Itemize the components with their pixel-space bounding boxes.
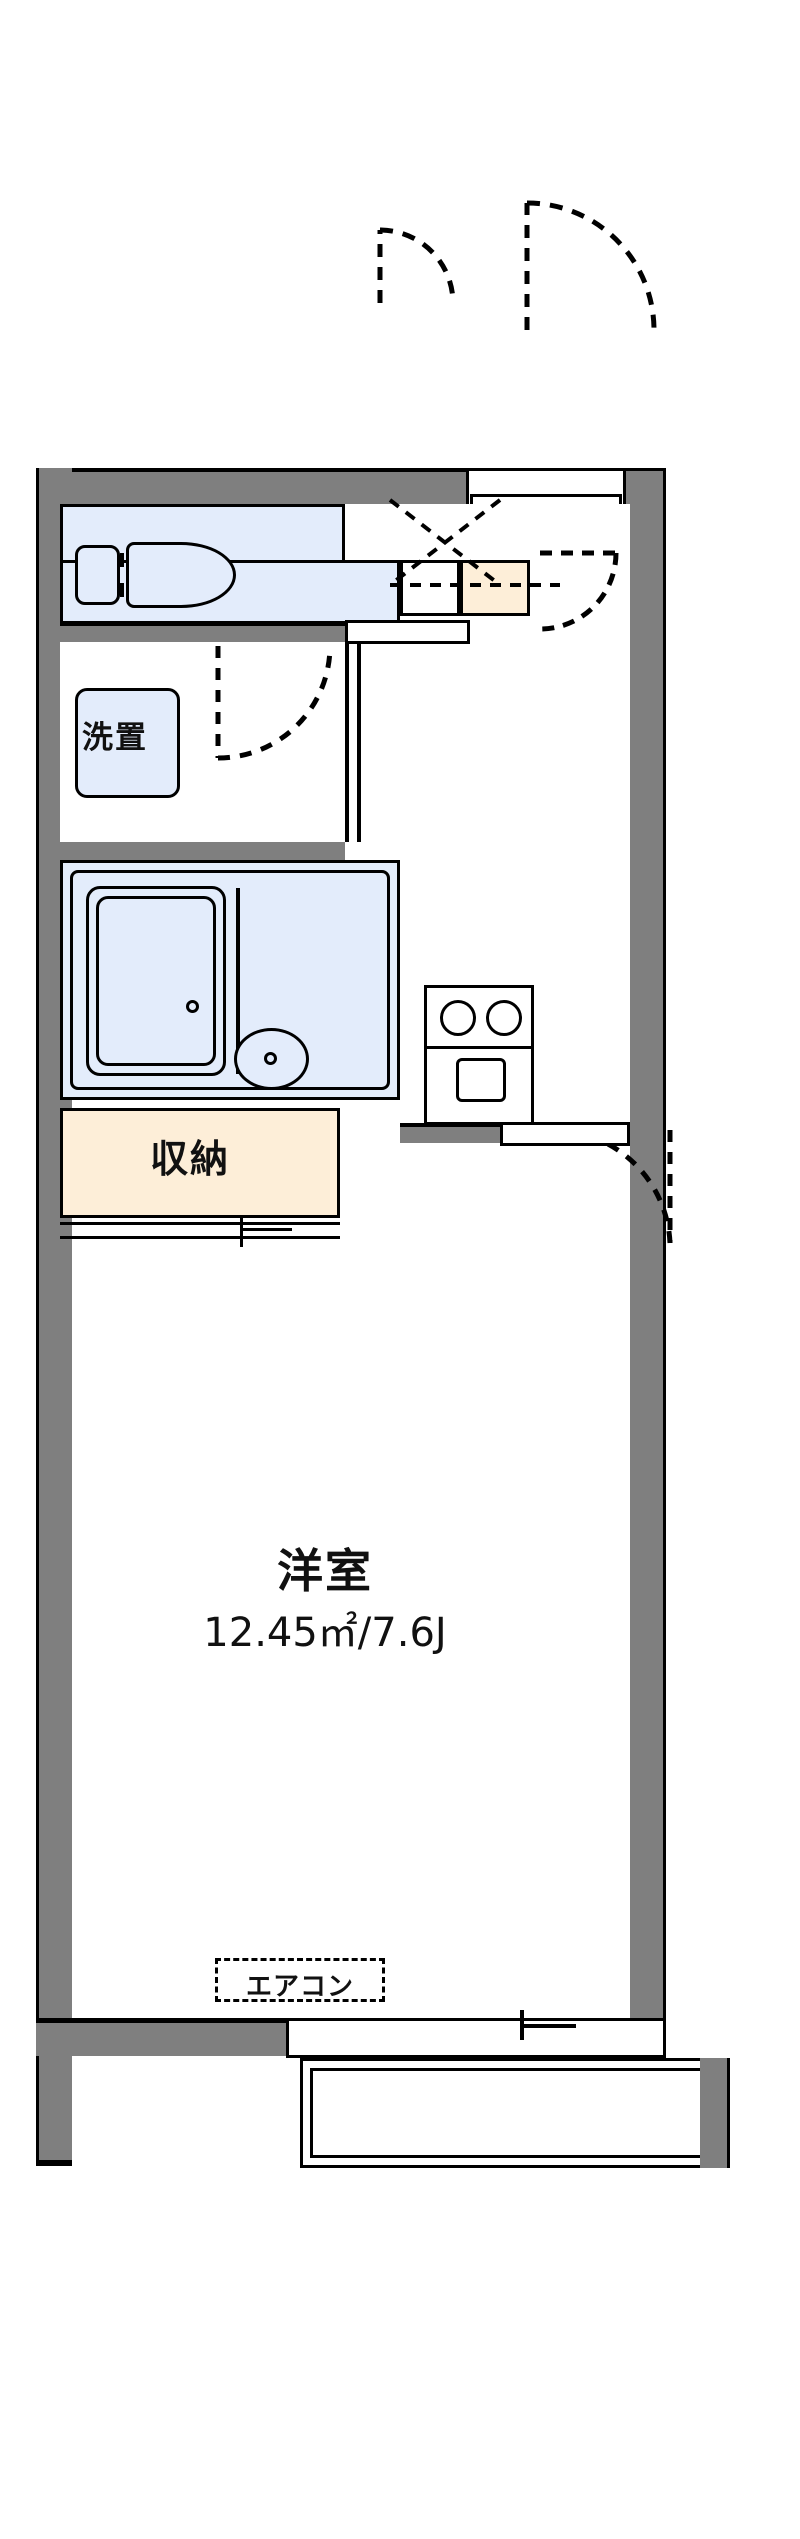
- aircon-label: エアコン: [245, 1972, 355, 2002]
- toilet-bottom-wall-line: [60, 622, 346, 626]
- washer-label: 洗置: [82, 720, 148, 756]
- top-wall-right-stub: [626, 468, 666, 504]
- entry-sliding-door-mark[interactable]: [380, 490, 640, 620]
- bath-divider-line: [236, 888, 240, 1074]
- toilet-tank-icon: [75, 545, 120, 605]
- top-wall-edge: [36, 468, 470, 472]
- main-room-label: 洋室: [277, 1544, 373, 1598]
- balcony-inner: [310, 2068, 720, 2158]
- genkan-closet-door-swing[interactable]: [520, 545, 680, 665]
- basin-drain-icon: [264, 1052, 277, 1065]
- unit-bath-inner-edge: [70, 870, 390, 1090]
- bathtub-inner-icon: [96, 896, 216, 1066]
- right-exterior-wall: [630, 504, 666, 2074]
- storage-closet: [60, 1108, 340, 1218]
- aircon-marker: [215, 1958, 385, 2002]
- hall-wall-right: [357, 642, 361, 842]
- bottom-wall-left-line: [36, 2018, 288, 2022]
- bathtub-drain-icon: [186, 1000, 199, 1013]
- top-door-swings: [0, 0, 800, 520]
- genkan-step: [400, 560, 460, 616]
- closet-door-line-1: [60, 1222, 340, 1225]
- closet-door-rail: [242, 1228, 292, 1231]
- balcony-left-wall: [36, 2056, 72, 2166]
- washroom-door-swing[interactable]: [170, 640, 380, 840]
- balcony-door-rail: [522, 2024, 576, 2028]
- toilet-joint-bottom: [120, 583, 124, 597]
- genkan-doorway-cream: [460, 560, 530, 616]
- closet-door-line-2: [60, 1236, 340, 1239]
- balcony-sliding-door[interactable]: [286, 2018, 666, 2058]
- toilet-door[interactable]: [345, 620, 470, 644]
- bath-top-wall: [60, 842, 345, 860]
- kitchen-door-opening[interactable]: [500, 1122, 630, 1146]
- storage-label: 収納: [150, 1137, 231, 1181]
- bottom-wall-left: [36, 2020, 286, 2056]
- toilet-bottom-wall: [60, 624, 345, 642]
- balcony-right-wall: [700, 2058, 730, 2168]
- toilet-bowl-icon: [126, 542, 236, 608]
- balcony-left-base: [36, 2160, 72, 2164]
- main-room-area-label: 12.45㎡/7.6J: [203, 1610, 447, 1656]
- stove-burner-right-icon: [486, 1000, 522, 1036]
- closet-door-handle[interactable]: [240, 1215, 243, 1247]
- stove-burner-left-icon: [440, 1000, 476, 1036]
- hall-wall-left: [345, 642, 349, 842]
- stove-grill-icon: [456, 1058, 506, 1102]
- toilet-joint-top: [120, 553, 124, 567]
- stove-divider: [424, 1046, 534, 1049]
- washing-machine-space: [75, 688, 180, 798]
- main-room: [72, 1250, 630, 2074]
